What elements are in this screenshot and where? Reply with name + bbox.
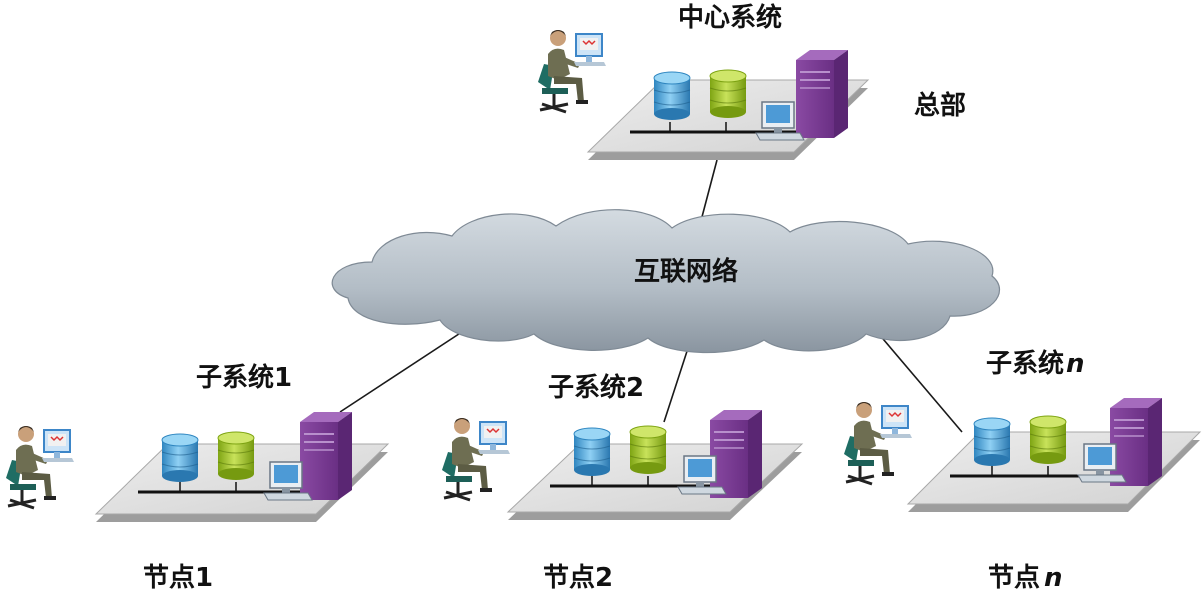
subsystem-n-var: n bbox=[1066, 349, 1085, 379]
operator-person-icon bbox=[842, 400, 914, 486]
database-cylinder-icon bbox=[573, 427, 611, 477]
hq-db-green bbox=[709, 69, 747, 119]
link-internet-sub2 bbox=[663, 341, 691, 423]
server-tower-icon bbox=[1109, 397, 1163, 487]
server-tower-icon bbox=[299, 411, 353, 501]
hq-operator bbox=[536, 28, 608, 114]
internet-cloud: 互联网络 bbox=[331, 209, 1000, 354]
operator-person-icon bbox=[440, 416, 512, 502]
database-cylinder-icon bbox=[1029, 415, 1067, 465]
subsystem-n-db-green bbox=[1029, 415, 1067, 465]
database-cylinder-icon bbox=[161, 433, 199, 483]
link-internet-sub1 bbox=[339, 327, 469, 413]
node-n-operator bbox=[842, 400, 914, 486]
database-cylinder-icon bbox=[973, 417, 1011, 467]
node-1-operator bbox=[4, 424, 76, 510]
operator-person-icon bbox=[4, 424, 76, 510]
subsystem-1-label: 子系统1 bbox=[196, 362, 292, 393]
server-tower-icon bbox=[795, 49, 849, 139]
subsystem-n-server bbox=[1109, 397, 1163, 487]
subsystem-2-server bbox=[709, 409, 763, 499]
subsystem-2-db-blue bbox=[573, 427, 611, 477]
hq-server bbox=[795, 49, 849, 139]
subsystem-1-db-blue bbox=[161, 433, 199, 483]
database-cylinder-icon bbox=[217, 431, 255, 481]
node-n-prefix: 节点 bbox=[988, 562, 1040, 590]
subsystem-n-prefix: 子系统 bbox=[986, 348, 1064, 379]
node-2-operator bbox=[440, 416, 512, 502]
operator-person-icon bbox=[536, 28, 608, 114]
node-1-label: 节点1 bbox=[143, 562, 213, 590]
subsystem-2-db-green bbox=[629, 425, 667, 475]
subsystem-1-db-green bbox=[217, 431, 255, 481]
node-n-var: n bbox=[1044, 563, 1063, 590]
hq-db-blue bbox=[653, 71, 691, 121]
link-internet-subn bbox=[877, 332, 963, 433]
cloud-icon bbox=[331, 209, 1000, 354]
subsystem-2-group: 子系统2 节点2 bbox=[440, 372, 804, 590]
subsystem-n-db-blue bbox=[973, 417, 1011, 467]
subsystem-1-server bbox=[299, 411, 353, 501]
subsystem-n-label: 子系统n bbox=[986, 348, 1085, 379]
center-system-label: 中心系统 bbox=[678, 2, 782, 33]
database-cylinder-icon bbox=[709, 69, 747, 119]
subsystem-2-label: 子系统2 bbox=[548, 372, 644, 403]
node-2-label: 节点2 bbox=[543, 562, 613, 590]
database-cylinder-icon bbox=[629, 425, 667, 475]
internet-label: 互联网络 bbox=[634, 256, 738, 287]
hq-label: 总部 bbox=[914, 91, 966, 121]
database-cylinder-icon bbox=[653, 71, 691, 121]
server-tower-icon bbox=[709, 409, 763, 499]
hq-group: 中心系统 总部 bbox=[536, 2, 966, 160]
subsystem-1-group: 子系统1 节点1 bbox=[4, 362, 390, 590]
